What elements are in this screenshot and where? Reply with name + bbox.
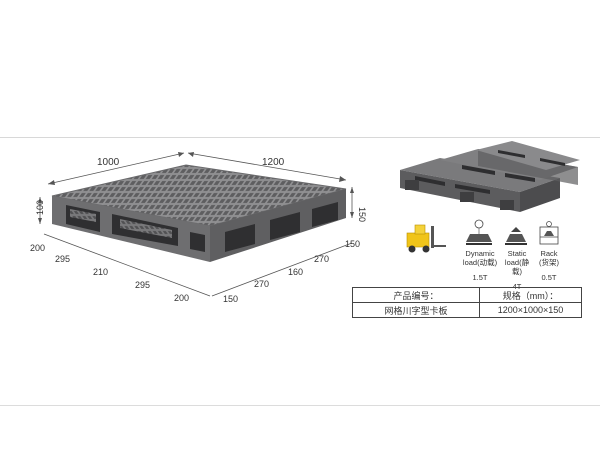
dim-side-seg-2: 270: [254, 279, 269, 289]
spec-header-name: 产品编号：: [352, 287, 480, 303]
spec-product-size: 1200×1000×150: [479, 302, 582, 318]
static-load-label: Static load(静载) 4T: [500, 249, 534, 291]
bottom-divider: [0, 405, 600, 406]
dim-front-seg-1: 200: [30, 243, 45, 253]
pallet-underside-image: [400, 141, 580, 212]
dim-front-seg-3: 210: [93, 267, 108, 277]
dim-length-top: 1000: [97, 157, 120, 168]
dim-front-seg-2: 295: [55, 254, 70, 264]
dynamic-load-label: Dynamic load(动载) 1.5T: [458, 249, 502, 282]
dim-side-seg-5: 150: [345, 239, 360, 249]
dynamic-load-value: 1.5T: [472, 273, 488, 282]
dim-side-seg-3: 160: [288, 267, 303, 277]
static-load-icon: [505, 227, 527, 245]
top-divider: [0, 137, 600, 138]
dynamic-load-line2: load(动载): [462, 258, 498, 267]
static-load-value: 4T: [512, 282, 522, 291]
spec-table: 产品编号： 规格（mm）： 网格川字型卡板 1200×1000×150: [352, 287, 582, 318]
rack-load-label: Rack (货架) 0.5T: [534, 249, 564, 282]
rack-load-line2: (货架): [539, 258, 559, 267]
spec-product-name: 网格川字型卡板: [352, 302, 480, 318]
forklift-icon: [406, 224, 446, 253]
static-load-line1: Static: [507, 249, 527, 258]
dynamic-load-icon: [466, 219, 492, 245]
static-load-line2: load(静载): [504, 258, 530, 276]
dim-height-right: 150: [357, 207, 367, 222]
dim-front-seg-4: 295: [135, 280, 150, 290]
rack-load-line1: Rack: [540, 249, 558, 258]
rack-load-value: 0.5T: [541, 273, 557, 282]
spec-header-size: 规格（mm）：: [479, 287, 582, 303]
pallet-main-image: [51, 164, 347, 262]
dim-front-seg-5: 200: [174, 293, 189, 303]
dimension-arrows: [38, 152, 354, 224]
spec-table-product-row: 网格川字型卡板 1200×1000×150: [352, 302, 582, 318]
rack-load-icon: [539, 221, 559, 245]
dim-height-left: 100: [35, 200, 45, 215]
dynamic-load-line1: Dynamic: [465, 249, 495, 258]
spec-table-header-row: 产品编号： 规格（mm）：: [352, 287, 582, 303]
dim-side-seg-4: 270: [314, 254, 329, 264]
dim-side-seg-1: 150: [223, 294, 238, 304]
dim-width-top: 1200: [262, 157, 285, 168]
